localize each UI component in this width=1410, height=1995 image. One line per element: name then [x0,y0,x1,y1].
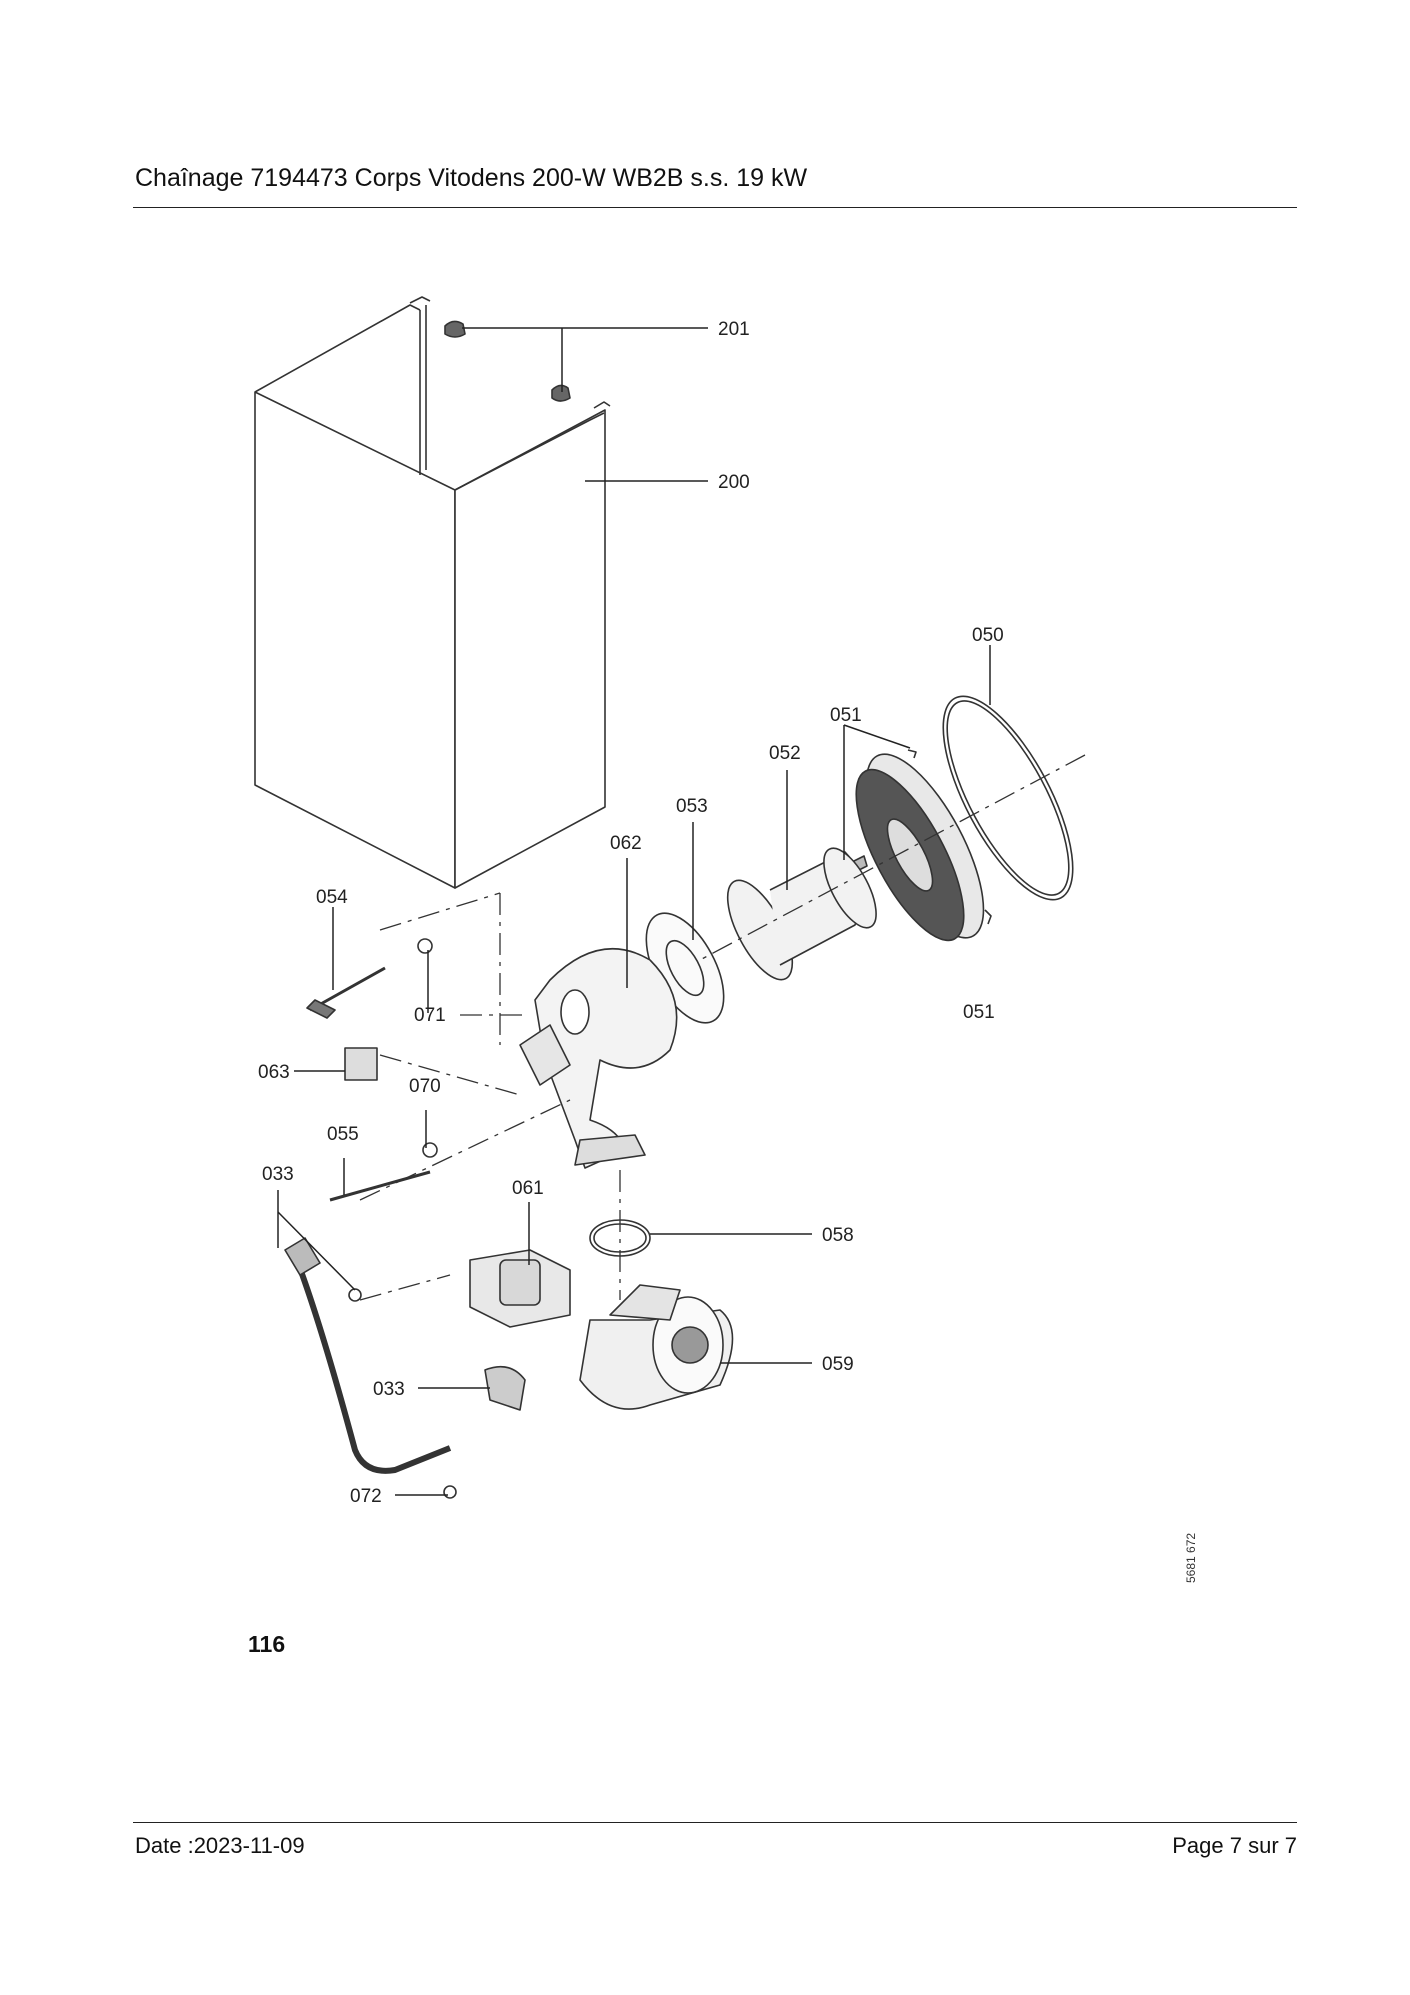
page-title: Chaînage 7194473 Corps Vitodens 200-W WB… [135,164,808,192]
callout-label: 062 [610,833,642,854]
page-number: Page 7 sur 7 [1172,1833,1297,1858]
ring-seal-part [942,695,1074,901]
gasket-ring-part [348,1288,362,1302]
callout-label: 061 [512,1178,544,1199]
pipe-clip-part [484,1365,526,1411]
assembly-axis-lines [359,754,1086,1301]
callout-labels: 201 200 050 051 052 053 062 054 071 051 … [258,319,1004,1507]
footer-divider [133,1822,1297,1823]
callout-label: 053 [676,796,708,817]
header-divider [133,207,1297,208]
callout-label: 200 [718,472,750,493]
screw-part [984,909,992,925]
callout-label: 063 [258,1062,290,1083]
callout-label: 054 [316,887,348,908]
callout-label: 201 [718,319,750,340]
burner-tube-part [726,847,877,981]
pressure-switch-part [344,1047,378,1081]
ionisation-electrode-part [329,1170,431,1202]
callout-label: 070 [409,1076,441,1097]
callout-label: 051 [963,1002,995,1023]
callout-label: 071 [414,1005,446,1026]
callout-label: 051 [830,705,862,726]
gasket-ring-part [422,1142,438,1158]
fan-part [579,1284,734,1410]
callout-label: 072 [350,1486,382,1507]
gasket-ring-part [417,938,433,954]
seal-part [443,1485,457,1499]
fastener-clip-part [444,320,571,402]
gas-pipe-part [292,1253,452,1474]
callout-label: 033 [262,1164,294,1185]
blower-housing-part [519,947,678,1169]
drawing-reference-code: 5681 672 [1184,1532,1198,1583]
callout-label: 033 [373,1379,405,1400]
callout-label: 050 [972,625,1004,646]
burner-door-part [855,753,985,942]
gas-valve-part [469,1249,571,1328]
callout-label: 052 [769,743,801,764]
callout-label: 058 [822,1225,854,1246]
callout-leader-lines [277,327,991,1496]
callout-label: 059 [822,1354,854,1375]
electrode-part [306,966,386,1019]
screw-part [907,749,917,759]
casing-part [254,296,611,889]
callout-label: 055 [327,1124,359,1145]
footer-date: Date :2023-11-09 [135,1833,305,1858]
figure-number: 116 [248,1631,286,1657]
